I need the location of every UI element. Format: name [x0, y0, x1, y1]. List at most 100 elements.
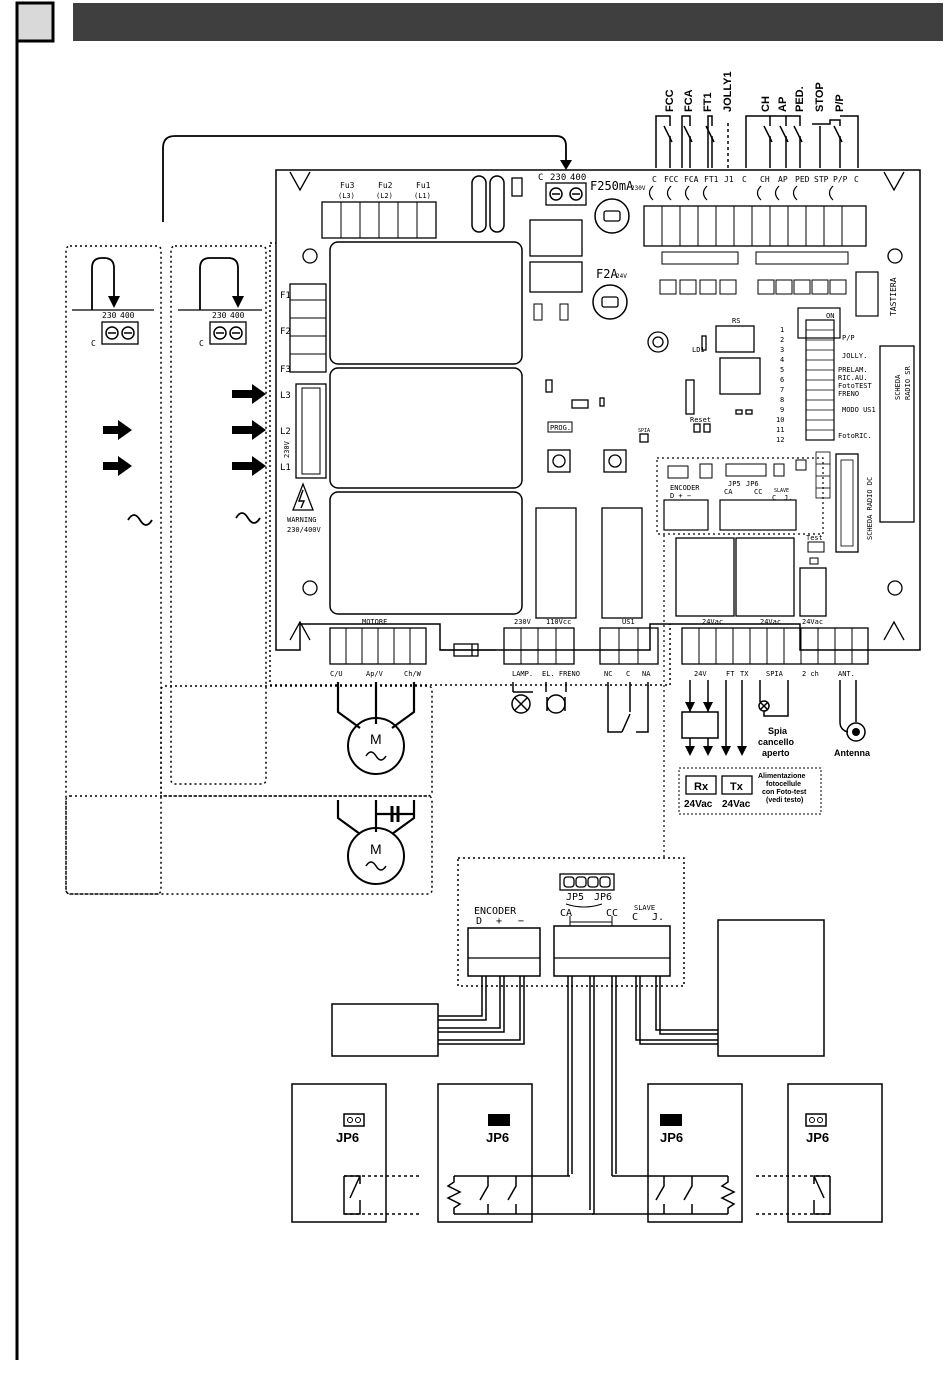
switch-box-4: JP6: [756, 1083, 883, 1223]
relay-column: F1 F2 F3: [280, 283, 327, 375]
lamp-110v: 110Vcc: [546, 618, 571, 626]
motor-title: MOTORE: [362, 618, 387, 626]
dip-num-3: 3: [780, 346, 784, 354]
jp6-box4: JP6: [806, 1130, 829, 1145]
accessory-arrows: [685, 702, 747, 756]
in-term-10: P/P: [833, 175, 848, 184]
warning-line2: 230/400V: [287, 526, 322, 534]
mounting-holes: [289, 171, 905, 641]
power-24vac-1: 24Vac: [702, 618, 723, 626]
radio-sr-line2: RADIO SR: [904, 365, 912, 400]
phase-l3: L3: [280, 391, 291, 401]
board-voltage-selector: C 230 400: [538, 173, 587, 206]
detail-jumpers: [559, 873, 615, 891]
detail-ca: CA: [560, 908, 572, 919]
board-sel-230: 230: [550, 173, 566, 183]
dip-label-jolly: JOLLY.: [842, 352, 867, 360]
phase-l2: L2: [280, 427, 291, 437]
board-ca: CA: [724, 488, 733, 496]
board-cc: CC: [754, 488, 762, 496]
board-sel-400: 400: [570, 173, 586, 183]
board-c: C: [772, 494, 776, 502]
encoder-zone-outline: [656, 457, 824, 535]
sel-b-230: 230: [212, 311, 227, 320]
relay-f3: F3: [280, 365, 291, 375]
lamp-brake-strip: 230V 110Vcc LAMP. EL. FRENO: [503, 618, 580, 678]
power-24vac-2: 24Vac: [760, 618, 781, 626]
relay-2: [329, 367, 523, 489]
in-term-0: C: [652, 175, 657, 184]
us1-nc: NC: [604, 670, 612, 678]
in-term-3: FT1: [704, 175, 719, 184]
input-terminal-strip: C FCC FCA FT1 J1 C CH AP PED STP P/P C: [643, 175, 898, 317]
switch-box-2: JP6: [437, 1083, 594, 1223]
power-24vac-3: 24Vac: [802, 618, 823, 626]
antenna-text: Antenna: [834, 748, 871, 758]
lamp-symbol: [511, 682, 533, 714]
fuse-f250-label: F250mA: [590, 179, 634, 193]
detail-slave: SLAVE: [634, 904, 655, 912]
detail-encoder-title: ENCODER: [474, 906, 517, 917]
dip-num-6: 6: [780, 376, 784, 384]
photo-note-3: con Foto-test: [762, 789, 807, 796]
label-ped: PED.: [794, 86, 806, 112]
fuse-holders: Fu3 Fu2 Fu1 (L3) (L2) (L1): [321, 181, 437, 239]
board-sel-c: C: [538, 173, 543, 183]
transformer-terminal-b: [529, 261, 583, 293]
top-terminal-labels: FCC FCA FT1 JOLLY1 CH AP PED. STOP P/P: [664, 71, 846, 112]
ac-symbol-a: [127, 514, 153, 526]
relay-f2: F2: [280, 327, 291, 337]
prog-label: PROG.: [550, 424, 571, 432]
lamp-230v: 230V: [514, 618, 532, 626]
board-jp6: JP6: [746, 480, 759, 488]
us1-strip: US1 NC C NA: [599, 618, 659, 678]
reset-label: Reset: [690, 416, 711, 424]
dip-switch-block: ON 1 2 3 4 5 6 7 8 9 10 11 12 P/P JOLLY: [776, 307, 915, 553]
detail-jp5: JP5: [566, 892, 584, 903]
in-term-8: PED: [795, 175, 810, 184]
photo-note-1: Alimentazione: [758, 773, 806, 780]
dip-num-8: 8: [780, 396, 784, 404]
label-jolly1: JOLLY1: [722, 71, 734, 112]
dip-label-ricau: RIC.AU.: [838, 374, 868, 382]
acc-24v: 24V: [694, 670, 707, 678]
board-jp5: JP5: [728, 480, 741, 488]
brake-symbol: [545, 682, 567, 714]
spia-small-label: SPIA: [638, 428, 650, 434]
phase-arrows: [103, 384, 266, 476]
dip-label-fototest: FotoTEST: [838, 382, 873, 390]
motor-pin-cu: C/U: [330, 670, 343, 678]
switch-box-3: JP6: [592, 1083, 743, 1223]
acc-tx: TX: [740, 670, 749, 678]
radio-dc-label: SCHEDA RADIO DC: [866, 477, 874, 540]
dip-num-11: 11: [776, 426, 784, 434]
tx-box: [721, 775, 753, 795]
jp6-box2: JP6: [486, 1130, 509, 1145]
tastiera-label: TASTIERA: [889, 277, 898, 316]
section-marker-box: [15, 1, 55, 43]
lamp-label: LAMP.: [512, 670, 533, 678]
phase-l1: L1: [280, 463, 291, 473]
label-ch: CH: [760, 96, 772, 112]
detail-encoder-plus: +: [496, 916, 502, 927]
encoder-wires: [438, 976, 718, 1214]
fuse-l2-label: (L2): [376, 192, 393, 200]
accessory-wiring: [681, 680, 866, 750]
ld1-label: LD1: [692, 346, 705, 354]
test-label: Test: [806, 534, 823, 542]
spia-text-2: cancello: [758, 737, 795, 747]
rx-box: [685, 775, 717, 795]
label-fca: FCA: [683, 89, 695, 112]
fuse-l1-label: (L1): [414, 192, 431, 200]
label-ap: AP: [777, 97, 789, 112]
label-pp: P/P: [834, 94, 846, 112]
dip-label-freno: FRENO: [838, 390, 859, 398]
encoder-detail-box: [457, 857, 685, 987]
motor2-m: M: [370, 841, 382, 857]
warning-line1: WARNING: [287, 516, 317, 524]
us1-c: C: [626, 670, 630, 678]
fuse-fu2-label: Fu2: [378, 181, 393, 190]
brake-label: EL. FRENO: [542, 670, 580, 678]
acc-spia: SPIA: [766, 670, 784, 678]
